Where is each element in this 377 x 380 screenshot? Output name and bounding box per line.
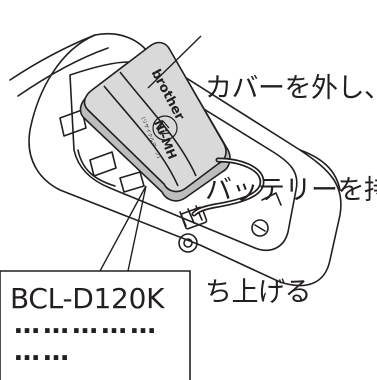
recycle-icon bbox=[152, 115, 178, 141]
instruction-line: ち上げる bbox=[205, 277, 311, 308]
model-placeholder-dots: …… bbox=[14, 337, 72, 367]
lead-wires bbox=[191, 157, 265, 217]
model-placeholder-dots: …………… bbox=[14, 310, 159, 340]
instruction-callout: カバーを外し、 バッテリーを持 ち上げる bbox=[205, 4, 377, 378]
instruction-line: カバーを外し、 bbox=[205, 73, 377, 104]
handset-top-edge bbox=[9, 34, 96, 81]
battery-pack bbox=[79, 41, 231, 202]
model-leader-line bbox=[99, 185, 147, 272]
battery-compartment bbox=[69, 61, 298, 252]
instruction-leader-line bbox=[147, 35, 202, 89]
battery-model-number: BCL-D120K bbox=[10, 282, 165, 315]
model-label-box bbox=[0, 270, 191, 380]
instruction-line: バッテリーを持 bbox=[205, 175, 377, 206]
